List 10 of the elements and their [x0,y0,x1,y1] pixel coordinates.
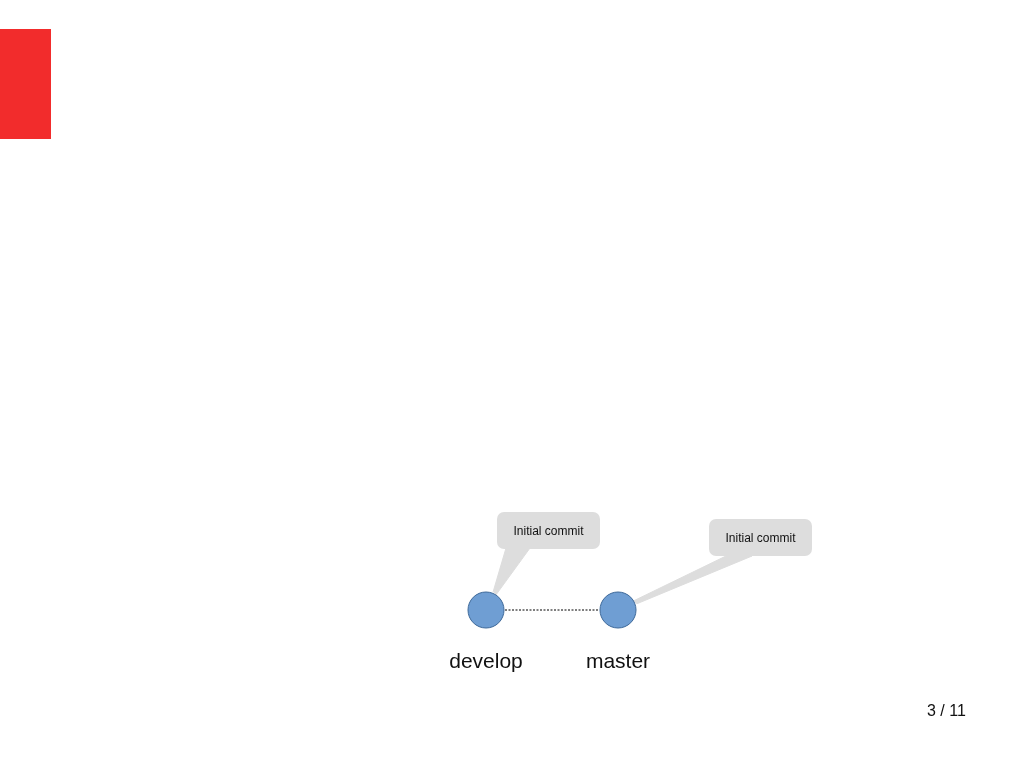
connector-line [504,609,600,611]
bubble-text: Initial commit [725,530,796,545]
speech-bubble [497,512,600,549]
speech-bubble [709,519,812,556]
branch-label: master [585,649,651,673]
callout-tail [492,547,531,596]
page-number: 3 / 11 [927,702,966,720]
bubble-text: Initial commit [513,523,584,538]
callout-tail [633,555,753,605]
branch-label: develop [449,649,523,673]
